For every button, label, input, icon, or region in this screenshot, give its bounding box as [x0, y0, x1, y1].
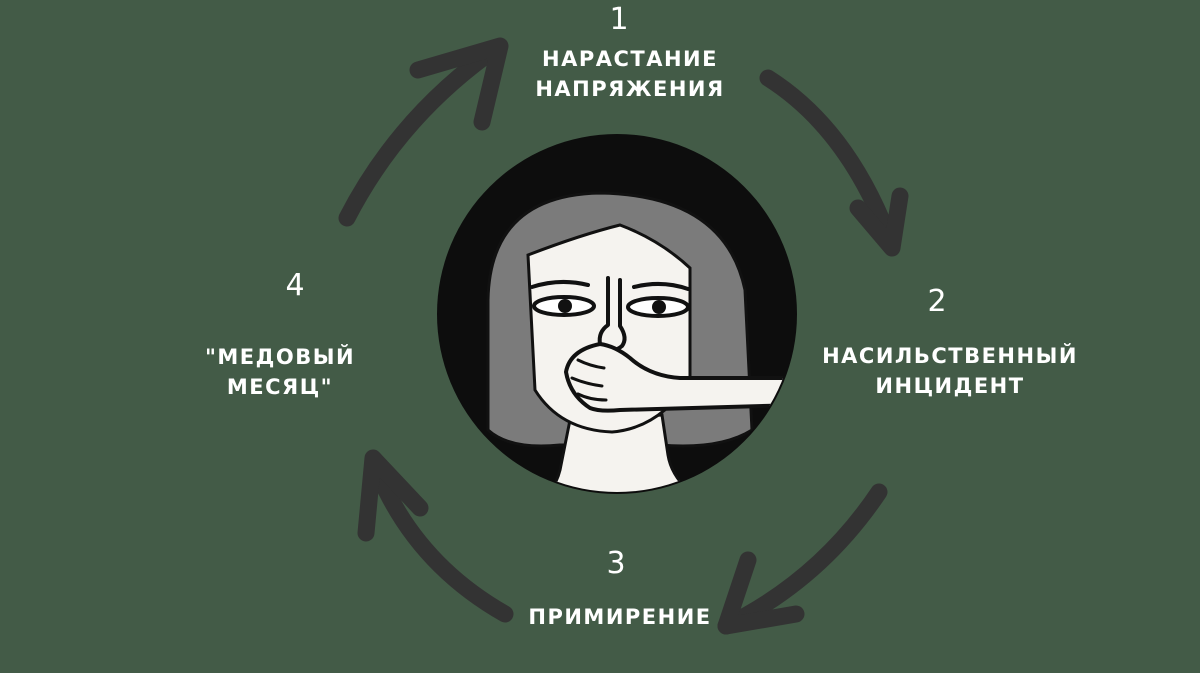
curved-arrow-icon — [717, 483, 888, 635]
curved-arrow-icon — [338, 37, 509, 227]
stage-1-line-2: напряжения — [535, 77, 725, 101]
curved-arrow-icon — [357, 449, 514, 623]
stage-2-line-1: насильственный — [822, 344, 1078, 368]
stage-4-line-1: "медовый — [204, 345, 356, 369]
stage-3-line-1: примирение — [528, 605, 712, 629]
stage-4-number: 4 — [285, 268, 305, 303]
stage-3-number: 3 — [606, 546, 626, 581]
stage-2-number: 2 — [927, 284, 947, 319]
stage-4-label: "медовый месяц" — [180, 342, 380, 402]
stage-3-label: примирение — [515, 602, 725, 632]
woman-silenced-icon — [437, 134, 797, 494]
stage-1-number: 1 — [609, 2, 629, 37]
stage-1-line-1: Нарастание — [542, 47, 718, 71]
curved-arrow-icon — [759, 69, 909, 257]
stage-4-line-2: месяц" — [226, 375, 334, 399]
stage-1-label: Нарастание напряжения — [520, 44, 740, 104]
stage-2-label: насильственный инцидент — [810, 341, 1090, 401]
stage-2-line-2: инцидент — [875, 374, 1025, 398]
